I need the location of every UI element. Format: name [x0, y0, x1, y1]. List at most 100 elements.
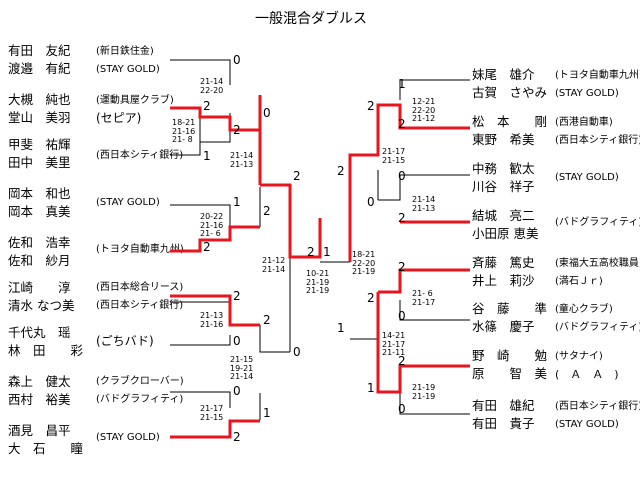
- games-won: 0: [398, 402, 406, 416]
- score-left-2: 18-21 21-16 21- 8: [172, 118, 196, 144]
- right-pair-7-team: (サタナイ): [555, 351, 603, 362]
- right-pair-3-team: (STAY GOLD): [555, 172, 619, 183]
- left-pair-1-team: (新日鉄住金): [96, 46, 154, 57]
- left-pair-6-team: (西日本総合リース): [96, 282, 184, 293]
- score-right-3: 21-14 21-13: [412, 195, 436, 213]
- games-won: 2: [233, 123, 241, 137]
- games-won: 2: [293, 169, 301, 183]
- right-pair-2-player2: 東野 希美: [472, 132, 535, 147]
- score-right-7: 21-19 21-19: [412, 383, 436, 401]
- left-pair-4-player2: 岡本 真美: [8, 204, 71, 219]
- games-won: 2: [398, 117, 406, 131]
- left-pair-7-player1: 千代丸 瑶: [8, 325, 71, 340]
- games-won: 1: [337, 321, 345, 335]
- left-pair-3-player1: 甲斐 祐輝: [8, 137, 71, 152]
- games-won: 2: [203, 240, 211, 254]
- games-won: 2: [337, 164, 345, 178]
- score-left-1: 21-14 22-20: [200, 77, 224, 95]
- left-pair-8-player2: 西村 裕美: [8, 392, 71, 407]
- right-pair-2-team: (西港自動車): [555, 117, 613, 128]
- games-won: 1: [398, 77, 406, 91]
- right-pair-6-player1: 谷 藤 準: [472, 301, 548, 316]
- right-pair-7-player1: 野 崎 勉: [472, 348, 548, 363]
- right-pair-2-player1: 松 本 剛: [472, 114, 548, 129]
- games-won: 2: [203, 99, 211, 113]
- games-won: 1: [203, 149, 211, 163]
- score-final: 10-21 21-19 21-19: [306, 269, 330, 295]
- left-pair-2-team: (運動具屋クラブ): [96, 95, 174, 106]
- left-pair-5-team: (トヨタ自動車九州): [96, 244, 184, 255]
- left-pair-5-player1: 佐和 浩幸: [8, 235, 71, 250]
- games-won: 0: [233, 334, 241, 348]
- right-pair-6-team2: (バドグラフィティ): [555, 322, 640, 333]
- left-pair-3-team: (西日本シティ銀行): [96, 150, 184, 161]
- left-pair-8-player1: 森上 健太: [8, 374, 71, 389]
- left-pair-6-player2: 清水 なつ美: [8, 298, 75, 313]
- right-pair-5-team2: (満石Ｊｒ): [555, 276, 603, 287]
- score-left-8: 21-12 21-14: [262, 256, 286, 274]
- right-pair-8-team2: (STAY GOLD): [555, 419, 619, 430]
- left-pair-2-team2: (セピア): [96, 111, 142, 125]
- games-won: 0: [233, 53, 241, 67]
- games-won: 0: [263, 106, 271, 120]
- left-pair-1-player2: 渡邉 有紀: [8, 61, 71, 76]
- score-right-4: 18-21 22-20 21-19: [352, 250, 376, 276]
- games-won: 2: [367, 99, 375, 113]
- games-won: 2: [367, 291, 375, 305]
- right-pair-3-player2: 川谷 祥子: [472, 179, 535, 194]
- right-pair-6-player2: 水篠 慶子: [472, 319, 535, 334]
- right-pair-8-player1: 有田 雄紀: [472, 398, 535, 413]
- right-pair-5-player2: 井上 莉沙: [472, 273, 535, 288]
- games-won: 2: [263, 313, 271, 327]
- right-pair-4-player2: 小田原 恵美: [472, 226, 539, 241]
- left-pair-7-player2: 林 田 彩: [8, 343, 84, 358]
- left-pair-9-player1: 酒見 昌平: [8, 423, 71, 438]
- score-left-4: 20-22 21-16 21- 6: [200, 212, 224, 238]
- games-won: 1: [263, 406, 271, 420]
- games-won: 2: [233, 289, 241, 303]
- games-won: 1: [233, 195, 241, 209]
- games-won: 2: [307, 245, 315, 259]
- right-pair-1-player1: 妹尾 雄介: [472, 67, 535, 82]
- score-right-1: 12-21 22-20 21-12: [412, 97, 436, 123]
- right-pair-6-team: (童心クラブ): [555, 304, 613, 315]
- right-pair-5-team: (東福大五高校職員): [555, 258, 640, 269]
- right-pair-1-team: (トヨタ自動車九州): [555, 70, 640, 81]
- games-won: 2: [398, 354, 406, 368]
- right-pair-7-player2: 原 智 美: [472, 366, 548, 381]
- right-pair-1-player2: 古賀 さやみ: [472, 85, 548, 100]
- right-pair-2-team2: (西日本シティ銀行): [555, 135, 640, 146]
- score-right-6: 14-21 21-17 21-11: [382, 331, 406, 357]
- games-won: 0: [367, 195, 375, 209]
- right-pair-4-team: (バドグラフィティ): [555, 217, 640, 228]
- right-pair-3-player1: 中務 歓太: [472, 161, 535, 176]
- games-won: 0: [293, 345, 301, 359]
- left-pair-6-player1: 江崎 淳: [8, 280, 71, 295]
- left-pair-1-player1: 有田 友紀: [8, 43, 71, 58]
- right-pair-8-player2: 有田 貴子: [472, 416, 535, 431]
- score-right-5: 21- 6 21-17: [412, 289, 436, 307]
- score-left-3: 21-14 21-13: [230, 151, 254, 169]
- left-pair-7-team: (ごちバド): [96, 334, 154, 348]
- games-won: 1: [367, 381, 375, 395]
- left-pair-3-player2: 田中 美里: [8, 155, 71, 170]
- games-won: 0: [398, 169, 406, 183]
- left-pair-4-team: (STAY GOLD): [96, 197, 160, 208]
- score-left-5: 21-13 21-16: [200, 311, 224, 329]
- score-left-7: 21-17 21-15: [200, 404, 224, 422]
- right-pair-5-player1: 斉藤 篤史: [472, 255, 535, 270]
- right-pair-8-team: (西日本シティ銀行): [555, 401, 640, 412]
- games-won: 2: [233, 430, 241, 444]
- right-pair-7-team2: ( Ａ Ａ ): [555, 368, 619, 381]
- left-pair-8-team2: (バドグラフィティ): [96, 394, 184, 405]
- page-title: 一般混合ダブルス: [255, 11, 367, 27]
- left-pair-2-player1: 大槻 純也: [8, 92, 71, 107]
- right-pair-4-player1: 結城 亮二: [472, 208, 535, 223]
- games-won: 0: [233, 384, 241, 398]
- left-pair-5-player2: 佐和 紗月: [8, 253, 71, 268]
- games-won: 2: [398, 260, 406, 274]
- left-pair-4-player1: 岡本 和也: [8, 186, 71, 201]
- games-won: 2: [398, 211, 406, 225]
- left-pair-2-player2: 堂山 美羽: [8, 110, 71, 125]
